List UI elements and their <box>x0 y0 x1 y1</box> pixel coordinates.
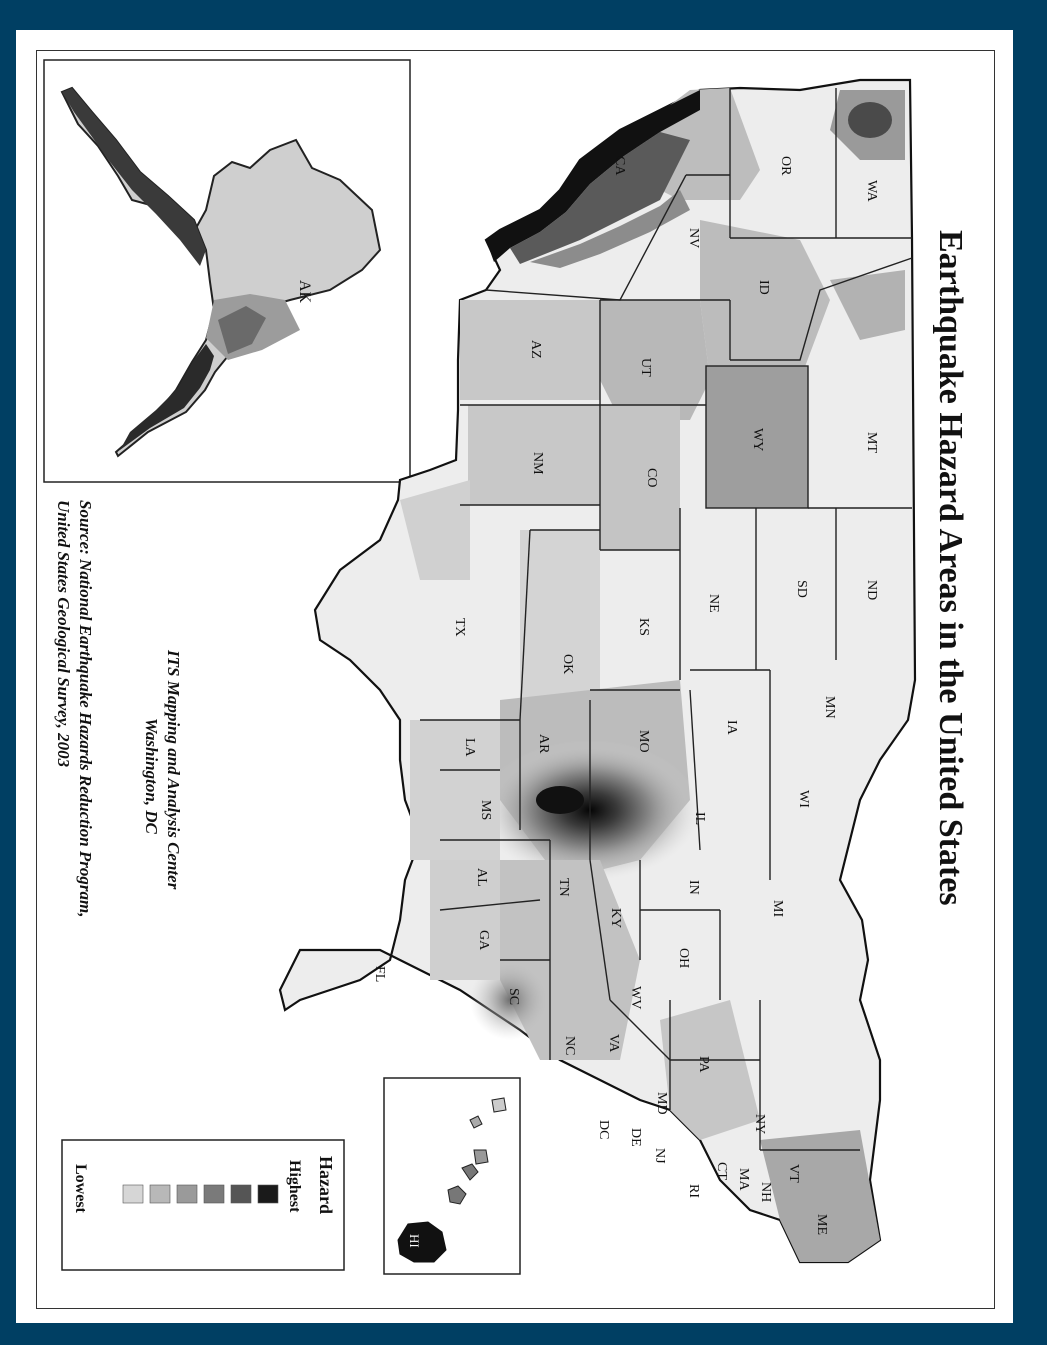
hawaii-inset: HI <box>383 1077 521 1275</box>
state-label-pa: PA <box>696 1056 711 1074</box>
source-line-1: Source: National Earthquake Hazards Redu… <box>76 500 95 918</box>
state-label-fl: FL <box>372 966 387 982</box>
state-label-wi: WI <box>796 790 811 808</box>
contiguous-us: WA OR CA NV ID MT WY UT AZ CO NM ND SD N… <box>278 78 917 1264</box>
legend-title: Hazard <box>316 1156 336 1214</box>
state-label-oh: OH <box>676 948 691 968</box>
state-label-ms: MS <box>478 800 493 820</box>
state-label-nd: ND <box>864 580 879 600</box>
state-label-ky: KY <box>608 908 623 928</box>
state-label-id: ID <box>756 280 771 295</box>
state-label-al: AL <box>474 868 489 887</box>
legend-swatch-5 <box>149 1184 171 1204</box>
state-label-co: CO <box>644 468 659 487</box>
state-label-mi: MI <box>770 900 785 917</box>
state-label-vt: VT <box>786 1164 801 1183</box>
legend-swatch-6 <box>122 1184 144 1204</box>
state-label-ia: IA <box>724 720 739 736</box>
state-label-sd: SD <box>794 580 809 598</box>
state-label-ny: NY <box>752 1114 767 1134</box>
state-label-hi: HI <box>407 1234 422 1248</box>
state-label-nv: NV <box>686 228 701 248</box>
state-label-ks: KS <box>636 618 651 636</box>
state-label-ar: AR <box>536 734 551 754</box>
state-label-sc: SC <box>506 988 521 1005</box>
state-label-ct: CT <box>714 1162 729 1180</box>
state-label-or: OR <box>778 156 793 176</box>
state-label-wy: WY <box>750 428 765 451</box>
state-label-ne: NE <box>706 594 721 613</box>
state-label-md: MD <box>654 1092 669 1115</box>
state-label-nm: NM <box>530 452 545 475</box>
state-label-ga: GA <box>476 930 491 951</box>
state-label-tx: TX <box>452 618 467 637</box>
state-label-wv: WV <box>628 986 643 1009</box>
legend-swatch-2 <box>230 1184 252 1204</box>
alaska-inset: AK <box>43 59 411 483</box>
state-label-ca: CA <box>612 156 627 176</box>
state-label-wa: WA <box>864 180 879 203</box>
legend-swatch-1 <box>257 1184 279 1204</box>
legend-swatch-3 <box>203 1184 225 1204</box>
state-label-nh: NH <box>758 1182 773 1202</box>
map-title: Earthquake Hazard Areas in the United St… <box>932 230 969 906</box>
state-label-va: VA <box>606 1034 621 1053</box>
state-label-de: DE <box>628 1128 643 1147</box>
state-label-dc: DC <box>596 1120 611 1139</box>
state-label-ma: MA <box>736 1168 751 1191</box>
credit-line-2: Washington, DC <box>142 718 161 835</box>
state-label-mt: MT <box>864 432 879 453</box>
state-label-ri: RI <box>686 1184 701 1198</box>
state-label-ak: AK <box>296 280 313 304</box>
state-label-tn: TN <box>556 878 571 897</box>
legend-highest: Highest <box>286 1160 303 1213</box>
state-label-ok: OK <box>560 654 575 674</box>
state-label-in: IN <box>686 880 701 895</box>
legend-swatch-4 <box>176 1184 198 1204</box>
credit-line-1: ITS Mapping and Analysis Center <box>164 649 183 890</box>
state-label-mo: MO <box>636 730 651 753</box>
state-label-il: IL <box>692 812 707 825</box>
legend-swatches <box>122 1184 279 1204</box>
state-label-la: LA <box>462 738 477 758</box>
source-line-2: United States Geological Survey, 2003 <box>54 500 73 768</box>
state-label-nc: NC <box>562 1036 577 1055</box>
state-label-az: AZ <box>528 340 543 359</box>
state-label-ut: UT <box>638 358 653 377</box>
state-label-nj: NJ <box>652 1148 667 1164</box>
legend-lowest: Lowest <box>72 1164 89 1214</box>
legend: Hazard Highest Lowest <box>61 1139 345 1271</box>
state-label-me: ME <box>814 1214 829 1235</box>
state-label-mn: MN <box>822 696 837 719</box>
